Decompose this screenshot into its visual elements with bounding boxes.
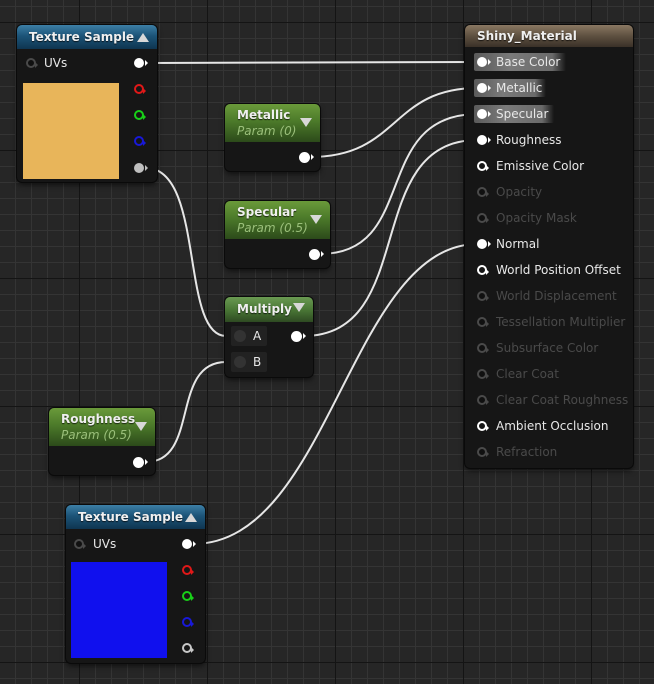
roughness-input-pin[interactable]: [477, 135, 491, 145]
normal-input-pin[interactable]: [477, 239, 491, 249]
clear-coat-roughness-label: Clear Coat Roughness: [496, 393, 629, 407]
world-displacement-label: World Displacement: [496, 289, 617, 303]
highlight-specular: [474, 105, 554, 123]
node-title: Texture Sample: [29, 30, 135, 44]
wire-alpha-to-multiply-a[interactable]: [145, 167, 227, 337]
wire-roughness-to-multiply-b[interactable]: [145, 361, 227, 463]
subsurface-color-input-pin: [477, 343, 489, 353]
highlight-base-color: [474, 53, 566, 71]
output-pin[interactable]: [133, 457, 148, 468]
node-header[interactable]: Shiny_Material: [465, 25, 633, 47]
metallic-input-pin[interactable]: [477, 83, 491, 93]
emissive-color-label: Emissive Color: [496, 159, 585, 173]
g-output-pin[interactable]: [182, 591, 194, 601]
g-output-pin[interactable]: [134, 110, 146, 120]
output-pin[interactable]: [309, 249, 324, 260]
b-output-pin[interactable]: [182, 617, 194, 627]
specular-input-pin[interactable]: [477, 109, 491, 119]
node-header[interactable]: Texture Sample: [66, 505, 205, 529]
material-output-node[interactable]: Shiny_Material Base Color Metallic Specu…: [465, 25, 633, 468]
opacity-input-pin: [477, 187, 489, 197]
emissive-color-input-pin[interactable]: [477, 161, 489, 171]
rgb-output-pin[interactable]: [182, 539, 196, 549]
base-color-input-pin[interactable]: [477, 57, 491, 67]
world-displacement-input-pin: [477, 291, 489, 301]
a-input-pin[interactable]: [234, 330, 246, 342]
node-subtitle: Param (0): [237, 124, 297, 138]
metallic-param-node[interactable]: Metallic Param (0): [225, 104, 320, 171]
collapse-arrow-icon[interactable]: [137, 33, 149, 42]
node-title: Texture Sample: [78, 510, 184, 524]
ambient-occlusion-input-pin[interactable]: [477, 421, 489, 431]
node-title: Shiny_Material: [477, 29, 577, 43]
normal-label: Normal: [496, 237, 540, 251]
collapse-arrow-icon[interactable]: [185, 513, 197, 522]
node-subtitle: Param (0.5): [61, 428, 132, 442]
tessellation-multiplier-label: Tessellation Multiplier: [496, 315, 626, 329]
rgb-output-pin[interactable]: [134, 58, 148, 68]
b-label: B: [253, 355, 262, 369]
node-header[interactable]: Multiply: [225, 297, 313, 322]
wire-normal[interactable]: [192, 243, 479, 545]
tessellation-multiplier-input-pin: [477, 317, 489, 327]
specular-label: Specular: [496, 107, 549, 121]
wire-specular[interactable]: [319, 113, 479, 255]
r-output-pin[interactable]: [182, 565, 194, 575]
node-title: Multiply: [237, 302, 292, 316]
base-color-label: Base Color: [496, 55, 561, 69]
a-output-pin[interactable]: [182, 643, 194, 653]
output-pin[interactable]: [299, 152, 314, 163]
uvs-input-pin[interactable]: [74, 539, 86, 549]
node-subtitle: Param (0.5): [237, 221, 308, 235]
opacity-mask-label: Opacity Mask: [496, 211, 577, 225]
texture-preview: [23, 83, 119, 179]
world-position-offset-input-pin[interactable]: [477, 265, 489, 275]
metallic-label: Metallic: [496, 81, 543, 95]
roughness-label: Roughness: [496, 133, 562, 147]
node-header[interactable]: Specular Param (0.5): [225, 201, 330, 239]
clear-coat-label: Clear Coat: [496, 367, 559, 381]
refraction-label: Refraction: [496, 445, 558, 459]
node-title: Specular: [237, 205, 297, 219]
node-header[interactable]: Roughness Param (0.5): [49, 408, 155, 446]
highlight-metallic: [474, 79, 546, 97]
node-title: Roughness: [61, 412, 136, 426]
world-position-offset-label: World Position Offset: [496, 263, 621, 277]
texture-preview: [71, 562, 167, 658]
a-output-pin[interactable]: [134, 163, 148, 173]
node-header[interactable]: Metallic Param (0): [225, 104, 320, 142]
a-label: A: [253, 329, 262, 343]
b-input-pin[interactable]: [234, 356, 246, 368]
output-pin[interactable]: [291, 331, 306, 342]
collapse-arrow-icon[interactable]: [310, 215, 322, 224]
collapse-arrow-icon[interactable]: [135, 422, 147, 431]
uvs-label: UVs: [44, 56, 68, 70]
collapse-arrow-icon[interactable]: [300, 118, 312, 127]
clear-coat-roughness-input-pin: [477, 395, 489, 405]
refraction-input-pin: [477, 447, 489, 457]
wire-metallic[interactable]: [309, 87, 479, 158]
opacity-mask-input-pin: [477, 213, 489, 223]
collapse-arrow-icon[interactable]: [293, 303, 305, 312]
b-output-pin[interactable]: [134, 136, 146, 146]
multiply-node[interactable]: Multiply A B: [225, 297, 313, 377]
uvs-label: UVs: [93, 537, 117, 551]
r-output-pin[interactable]: [134, 84, 146, 94]
ambient-occlusion-label: Ambient Occlusion: [496, 419, 609, 433]
node-header[interactable]: Texture Sample: [17, 25, 157, 49]
uvs-input-pin[interactable]: [26, 58, 38, 68]
roughness-param-node[interactable]: Roughness Param (0.5): [49, 408, 155, 475]
node-title: Metallic: [237, 108, 291, 122]
texture-sample-node-2[interactable]: Texture Sample UVs: [66, 505, 205, 663]
subsurface-color-label: Subsurface Color: [496, 341, 599, 355]
opacity-label: Opacity: [496, 185, 543, 199]
specular-param-node[interactable]: Specular Param (0.5): [225, 201, 330, 268]
texture-sample-node-1[interactable]: Texture Sample UVs: [17, 25, 157, 182]
wire-base-color[interactable]: [145, 61, 479, 64]
clear-coat-input-pin: [477, 369, 489, 379]
